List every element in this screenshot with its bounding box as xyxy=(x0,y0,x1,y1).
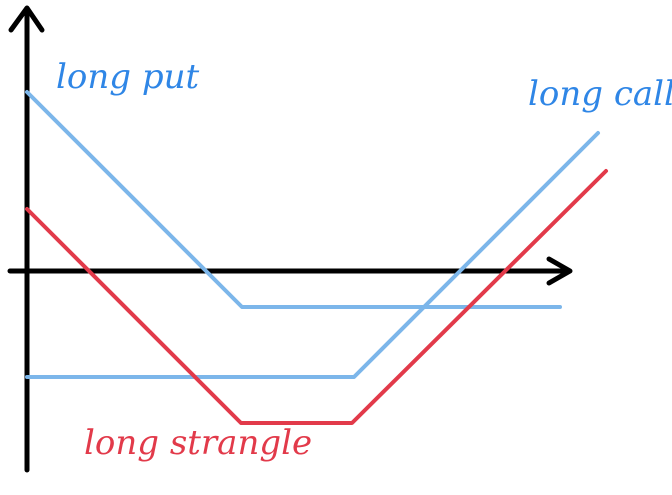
long-call-label: long call xyxy=(528,74,672,114)
x-axis-arrowhead xyxy=(546,256,573,286)
long-put-label: long put xyxy=(56,57,199,97)
long-strangle-line xyxy=(25,169,608,425)
long-put-line xyxy=(25,90,562,309)
long-strangle-label: long strangle xyxy=(84,423,312,463)
y-axis-arrowhead xyxy=(8,5,45,33)
long-call-line xyxy=(25,131,600,379)
